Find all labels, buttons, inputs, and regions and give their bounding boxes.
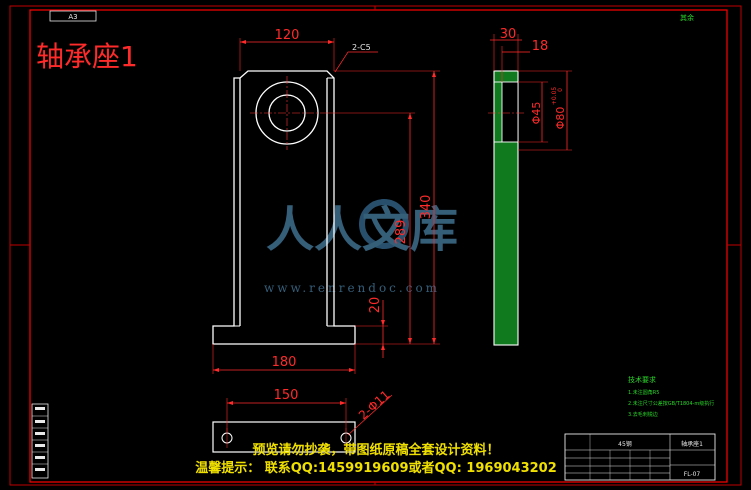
- tech-req-line-1: 1.未注圆角R5: [628, 389, 659, 396]
- tolerance-lower: 0: [557, 88, 564, 92]
- hole-note: 2-Φ11: [356, 388, 393, 423]
- sheet-size-label: A3: [68, 13, 77, 21]
- title-block-drawing-no: FL-07: [684, 471, 701, 478]
- overlay-line-1: 预览请勿抄袭，带图纸原稿全套设计资料！: [252, 442, 499, 458]
- dim-boss: 18: [532, 39, 549, 54]
- tolerance-upper: +0.05: [551, 87, 558, 106]
- sheet-size-box: A3: [49, 10, 97, 22]
- tech-req-line-3: 3.去毛刺锐边: [628, 411, 658, 418]
- dim-hole-spacing: 150: [274, 388, 299, 403]
- surface-finish-note: 其余: [680, 13, 694, 22]
- dim-overall-height: 340: [419, 195, 434, 220]
- dim-base-thickness: 20: [368, 297, 383, 314]
- drawing-title: 轴承座1: [36, 40, 138, 73]
- dim-overall-thickness: 30: [500, 27, 517, 42]
- watermark-url: www.renrendoc.com: [264, 281, 440, 295]
- sheet-border: [9, 5, 742, 486]
- title-block-material: 45钢: [618, 440, 632, 448]
- front-view: 120 2-C5 340 289 20 180: [212, 28, 440, 374]
- renrendoc-watermark: 人人文库 www.renrendoc.com: [264, 199, 458, 295]
- dim-bottom-width: 180: [272, 355, 297, 370]
- title-block: 45钢 轴承座1 FL-07: [564, 433, 716, 481]
- tech-req-heading: 技术要求: [628, 375, 656, 384]
- side-view: 30 18 Φ45 Φ80 +0.05 0: [488, 27, 572, 346]
- dim-hole-to-base: 289: [394, 220, 409, 245]
- title-block-part-name: 轴承座1: [681, 440, 703, 448]
- dim-top-width: 120: [275, 28, 300, 43]
- dim-bore: Φ45: [530, 102, 543, 125]
- revision-strip: [31, 403, 49, 479]
- technical-requirements: 技术要求 1.未注圆角R5 2.未注尺寸公差按GB/T1804-m级执行 3.去…: [628, 375, 714, 418]
- dim-counterbore: Φ80: [554, 107, 567, 130]
- watermark-logo: 人人文库: [266, 202, 458, 258]
- overlay-line-2: 温馨提示： 联系QQ:1459919609或者QQ: 1969043202: [195, 460, 557, 476]
- chamfer-note: 2-C5: [352, 43, 371, 52]
- tech-req-line-2: 2.未注尺寸公差按GB/T1804-m级执行: [628, 400, 714, 407]
